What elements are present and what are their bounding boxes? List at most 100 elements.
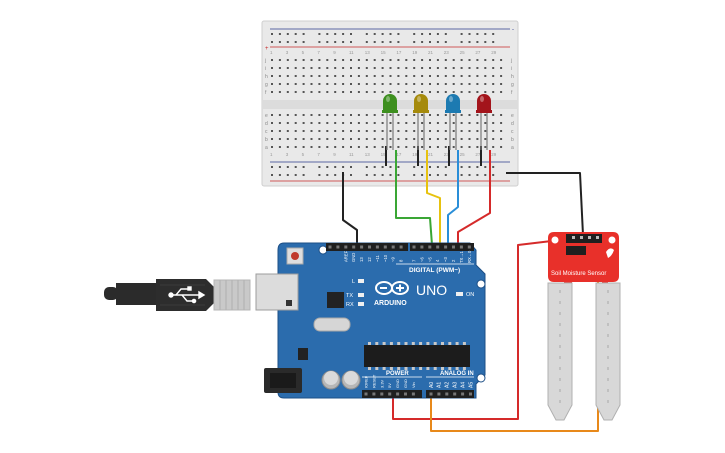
probe-left (547, 282, 573, 421)
column-number: 19 (412, 152, 418, 157)
chip-legs (368, 342, 466, 370)
column-number: 21 (428, 152, 434, 157)
wire-green[interactable] (395, 150, 433, 246)
column-number: 21 (428, 50, 434, 55)
led-rx (358, 302, 364, 306)
led-blue[interactable] (445, 94, 461, 150)
wire-red-led[interactable] (457, 150, 491, 245)
column-number: 25 (460, 50, 466, 55)
column-number: 5 (302, 50, 305, 55)
header-digital-1[interactable] (326, 243, 408, 251)
row-letter: c (511, 129, 514, 135)
row-letter: d (511, 121, 514, 127)
column-number: 29 (491, 152, 497, 157)
sensor-label: Soil Moisture Sensor (551, 271, 606, 277)
column-number: 3 (286, 50, 289, 55)
column-number: 1 (270, 152, 273, 157)
column-number: 9 (333, 152, 336, 157)
row-letter: g (511, 82, 514, 88)
led-green[interactable] (382, 94, 398, 150)
power-pin-label: Vin (411, 382, 416, 388)
digital-pins (328, 245, 471, 249)
column-number: 27 (475, 50, 481, 55)
digital-pin-label: ~11 (375, 255, 380, 262)
column-numbers: 1133557799111113131515171719192121232325… (270, 50, 497, 157)
digital-pin-label: 13 (359, 257, 364, 262)
analog-pin-label: A3 (453, 382, 459, 388)
row-letter: i (511, 66, 512, 72)
digital-pin-label: ~6 (419, 257, 424, 262)
column-number: 7 (317, 50, 320, 55)
header-analog[interactable] (426, 390, 474, 398)
row-letter: c (265, 129, 268, 135)
column-number: 3 (286, 152, 289, 157)
wire-blue[interactable] (447, 150, 459, 245)
column-number: 13 (365, 50, 371, 55)
column-number: 1 (270, 50, 273, 55)
power-rail-bottom (271, 166, 495, 176)
digital-pin-label: 8 (399, 259, 404, 262)
digital-pin-label: 12 (367, 257, 372, 262)
wire-gnd[interactable] (342, 172, 358, 245)
power-pin-label: 3.3V (379, 379, 384, 388)
column-number: 11 (349, 50, 354, 55)
analog-label: ANALOG IN (440, 371, 474, 377)
soil-moisture-sensor[interactable]: Soil Moisture Sensor (547, 232, 621, 421)
led-on (456, 292, 463, 296)
led-red[interactable] (476, 94, 492, 150)
led-yellow[interactable] (413, 94, 429, 150)
wire-sensor-vcc[interactable] (392, 239, 561, 420)
column-number: 5 (302, 152, 305, 157)
power-pin-label: IOREF (364, 375, 369, 388)
led-l-label: L (352, 279, 355, 285)
header-power[interactable] (362, 390, 422, 398)
arduino-logo-icon (375, 281, 409, 295)
row-letter: b (511, 137, 514, 143)
column-number: 17 (396, 50, 402, 55)
column-number: 19 (412, 50, 418, 55)
column-number: 23 (444, 152, 450, 157)
row-letter: f (511, 90, 513, 96)
row-letter: j (264, 58, 266, 64)
row-letter: a (511, 145, 514, 151)
header-digital-2[interactable] (410, 243, 474, 251)
row-letter: b (265, 137, 268, 143)
column-number: 23 (444, 50, 450, 55)
analog-pin-label: A1 (437, 382, 443, 388)
column-number: 11 (349, 152, 354, 157)
digital-pin-label: ~9 (391, 257, 396, 262)
rail-plus-label: + (265, 46, 269, 52)
analog-pin-label: A2 (445, 382, 451, 388)
sensor-logo-icon (606, 248, 614, 258)
digital-pin-label: ~5 (427, 257, 432, 262)
row-letter: d (265, 121, 268, 127)
digital-label: DIGITAL (PWM~) (409, 267, 460, 274)
analog-pin-label: A0 (429, 382, 435, 388)
power-pin-label: RESET (371, 374, 376, 388)
usb-cable[interactable] (104, 279, 251, 311)
column-number: 29 (491, 50, 497, 55)
sensor-header[interactable] (566, 234, 602, 243)
row-letter: j (510, 58, 512, 64)
led-rx-label: RX (346, 302, 354, 308)
probe-right (595, 282, 621, 421)
digital-pin-label: GND (351, 253, 356, 262)
wire-yellow[interactable] (426, 150, 441, 245)
digital-pin-label: 7 (412, 259, 417, 262)
digital-pin-label: ~10 (383, 254, 388, 262)
row-letter: e (265, 113, 268, 119)
row-letter: g (265, 82, 268, 88)
column-number: 25 (460, 152, 466, 157)
wire-sensor-gnd[interactable] (506, 172, 584, 236)
led-tx-label: TX (346, 293, 353, 299)
brand-label: ARDUINO (374, 300, 407, 307)
digital-pin-label: TX→1 (459, 250, 464, 263)
digital-pin-label: ~3 (443, 257, 448, 262)
column-number: 9 (333, 50, 336, 55)
usb-icon (168, 286, 206, 304)
